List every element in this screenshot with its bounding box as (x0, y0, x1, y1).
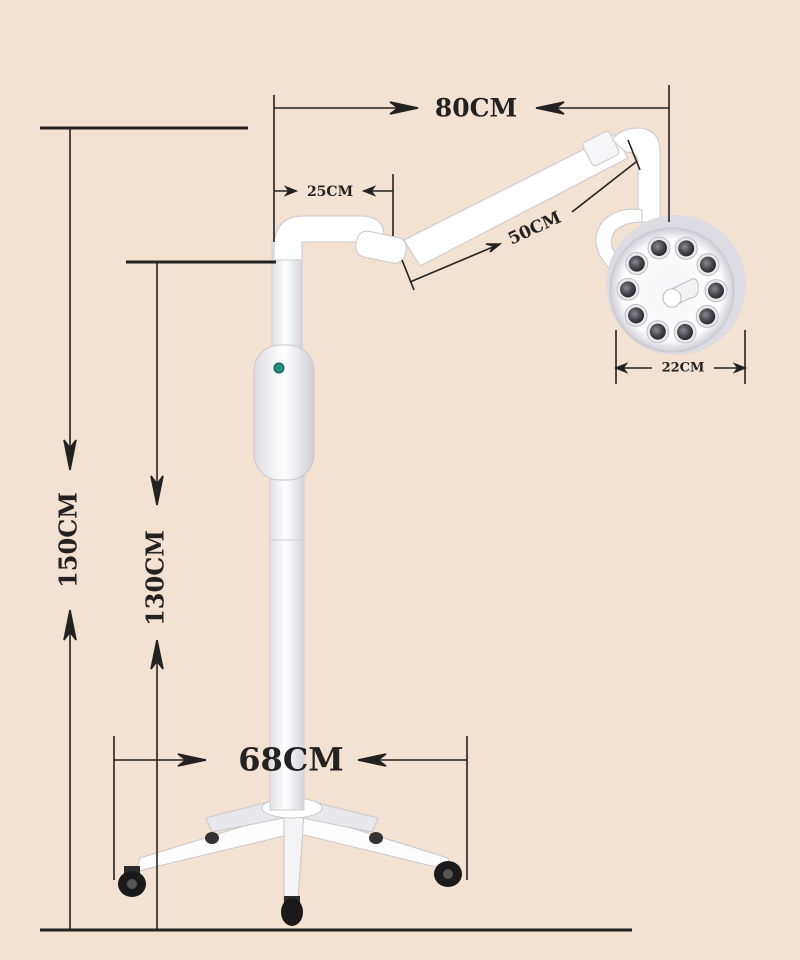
dimension-lines (40, 85, 748, 932)
lower-pole (269, 469, 305, 811)
label-head-diameter: 22CM (662, 361, 705, 376)
label-base-width: 68CM (238, 741, 343, 779)
led-ring (616, 236, 728, 344)
lamp-head (606, 215, 746, 355)
label-arm-span: 80CM (435, 94, 517, 123)
led-icon (650, 239, 667, 256)
indicator-light-icon (273, 362, 285, 374)
label-upper-arm: 25CM (307, 184, 353, 200)
upper-arm (273, 215, 407, 264)
led-icon (707, 282, 724, 299)
caster-right (434, 861, 462, 887)
led-icon (677, 324, 694, 341)
lamp-neck (595, 127, 661, 271)
led-icon (620, 281, 637, 298)
label-total-height: 150CM (54, 492, 83, 588)
caster-front (281, 896, 303, 926)
lamp-illustration (118, 127, 746, 926)
dimension-labels: 150CM 130CM 80CM 25CM 50CM 22CM 68CM (54, 94, 705, 779)
led-icon (628, 255, 645, 272)
caster-back-right (369, 832, 383, 844)
led-icon (699, 308, 716, 325)
lower-arm (403, 131, 629, 267)
caster-back-left (205, 832, 219, 844)
led-icon (699, 256, 716, 273)
control-housing (253, 344, 315, 481)
led-icon (678, 240, 695, 257)
caster-wheels (118, 832, 462, 926)
lamp-base (135, 797, 453, 901)
led-icon (628, 307, 645, 324)
label-pole-height: 130CM (141, 530, 170, 626)
led-icon (649, 323, 666, 340)
caster-left (118, 866, 146, 897)
